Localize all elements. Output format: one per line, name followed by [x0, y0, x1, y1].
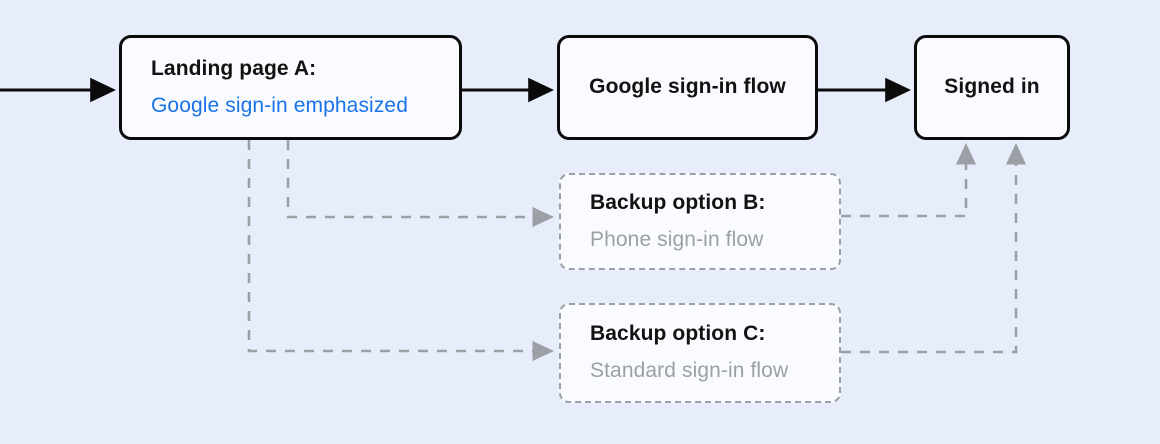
edge-backup-b-to-signed-in	[841, 142, 977, 218]
google-sign-in-flow-label: Google sign-in flow	[589, 75, 786, 99]
edge-backup-c-to-signed-in	[841, 142, 1027, 354]
backup-option-b-title: Backup option B:	[590, 190, 766, 214]
landing-page-a-title: Landing page A:	[151, 56, 317, 80]
node-backup-option-c[interactable]: Backup option C: Standard sign-in flow	[559, 303, 841, 403]
backup-option-c-title: Backup option C:	[590, 322, 766, 346]
node-signed-in[interactable]: Signed in	[914, 35, 1070, 140]
landing-page-a-subtitle: Google sign-in emphasized	[151, 93, 408, 117]
edge-landing-a-to-backup-c	[247, 140, 555, 362]
signed-in-label: Signed in	[944, 75, 1040, 99]
node-landing-page-a[interactable]: Landing page A: Google sign-in emphasize…	[119, 35, 462, 140]
node-google-sign-in-flow[interactable]: Google sign-in flow	[557, 35, 818, 140]
edge-landing-a-to-backup-b	[286, 140, 555, 228]
node-backup-option-b[interactable]: Backup option B: Phone sign-in flow	[559, 173, 841, 270]
backup-option-b-subtitle: Phone sign-in flow	[590, 227, 764, 251]
backup-option-c-subtitle: Standard sign-in flow	[590, 359, 789, 382]
